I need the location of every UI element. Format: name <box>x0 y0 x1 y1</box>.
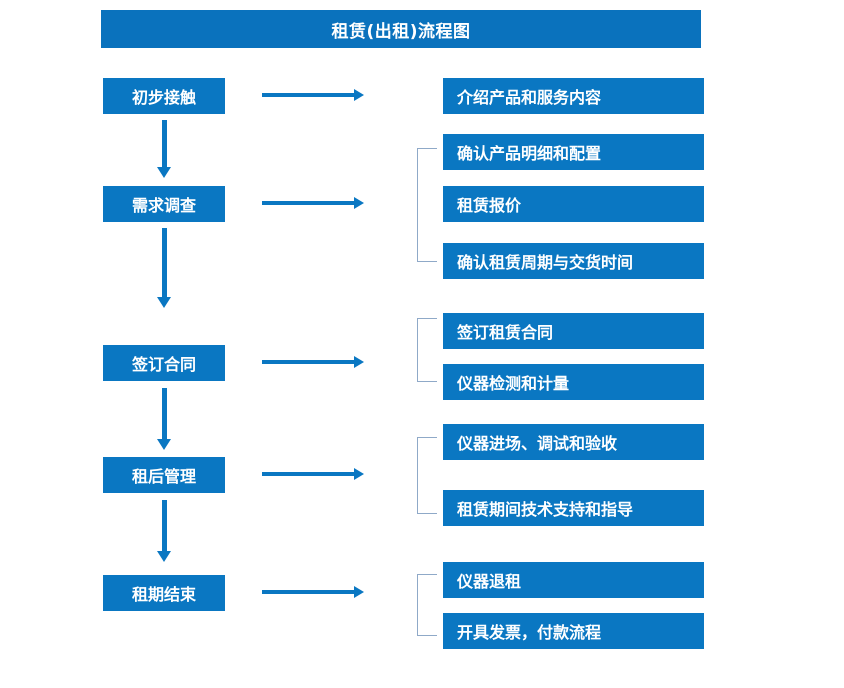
arrow-shaft <box>262 201 355 205</box>
arrow-down-icon-2 <box>157 228 171 308</box>
arrow-shaft <box>262 360 355 364</box>
arrow-shaft <box>162 500 167 552</box>
page-title: 租赁(出租)流程图 <box>101 10 701 48</box>
detail-box-4-2[interactable]: 租赁期间技术支持和指导 <box>443 490 704 526</box>
arrow-down-icon-3 <box>157 388 171 450</box>
arrow-shaft <box>162 120 167 168</box>
arrow-shaft <box>262 590 355 594</box>
arrow-head <box>157 297 171 308</box>
arrow-head <box>354 89 364 101</box>
bracket-icon-5 <box>417 574 437 636</box>
detail-box-5-2[interactable]: 开具发票，付款流程 <box>443 613 704 649</box>
detail-box-5-1[interactable]: 仪器退租 <box>443 562 704 598</box>
detail-box-4-1[interactable]: 仪器进场、调试和验收 <box>443 424 704 460</box>
arrow-down-icon-1 <box>157 120 171 178</box>
detail-box-2-1[interactable]: 确认产品明细和配置 <box>443 134 704 170</box>
stage-box-2[interactable]: 需求调查 <box>103 186 225 222</box>
arrow-head <box>157 439 171 450</box>
stage-box-4[interactable]: 租后管理 <box>103 457 225 493</box>
arrow-head <box>354 356 364 368</box>
arrow-right-icon-1 <box>262 89 364 101</box>
bracket-icon-2 <box>417 148 437 262</box>
stage-box-3[interactable]: 签订合同 <box>103 345 225 381</box>
arrow-right-icon-3 <box>262 356 364 368</box>
detail-box-1-1[interactable]: 介绍产品和服务内容 <box>443 78 704 114</box>
arrow-shaft <box>162 228 167 298</box>
arrow-head <box>354 586 364 598</box>
arrow-shaft <box>262 472 355 476</box>
detail-box-2-2[interactable]: 租赁报价 <box>443 186 704 222</box>
arrow-head <box>157 551 171 562</box>
arrow-head <box>354 468 364 480</box>
stage-box-5[interactable]: 租期结束 <box>103 575 225 611</box>
bracket-icon-4 <box>417 437 437 514</box>
bracket-icon-3 <box>417 318 437 382</box>
stage-box-1[interactable]: 初步接触 <box>103 78 225 114</box>
detail-box-3-2[interactable]: 仪器检测和计量 <box>443 364 704 400</box>
arrow-right-icon-5 <box>262 586 364 598</box>
arrow-head <box>157 167 171 178</box>
arrow-right-icon-2 <box>262 197 364 209</box>
arrow-shaft <box>162 388 167 440</box>
detail-box-2-3[interactable]: 确认租赁周期与交货时间 <box>443 243 704 279</box>
arrow-right-icon-4 <box>262 468 364 480</box>
arrow-shaft <box>262 93 355 97</box>
detail-box-3-1[interactable]: 签订租赁合同 <box>443 313 704 349</box>
arrow-down-icon-4 <box>157 500 171 562</box>
arrow-head <box>354 197 364 209</box>
